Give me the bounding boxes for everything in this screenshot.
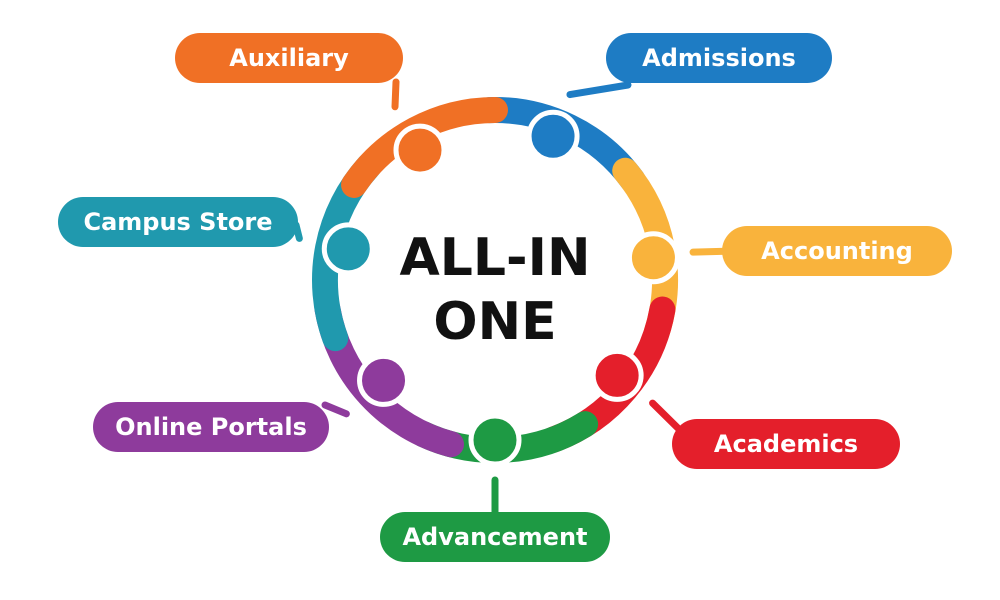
module-pill-auxiliary: Auxiliary	[175, 33, 403, 83]
center-title-line-2: ONE	[433, 292, 557, 352]
module-label-admissions: Admissions	[642, 44, 796, 72]
module-pill-accounting: Accounting	[722, 226, 952, 276]
figure-head-admissions	[526, 109, 580, 163]
figure-head-campus	[321, 222, 375, 276]
module-pill-campus-store: Campus Store	[58, 197, 298, 247]
figure-head-accounting	[626, 231, 680, 285]
module-label-online-portals: Online Portals	[115, 413, 307, 441]
module-pill-academics: Academics	[672, 419, 900, 469]
figure-head-advancement	[468, 413, 522, 467]
center-title-line-1: ALL-IN	[399, 228, 591, 288]
module-pill-admissions: Admissions	[606, 33, 832, 83]
connector-admissions	[566, 81, 632, 99]
module-pill-online-portals: Online Portals	[93, 402, 329, 452]
connector-lines	[292, 78, 739, 522]
connector-auxiliary	[391, 78, 400, 111]
figure-heads	[321, 109, 680, 467]
module-label-advancement: Advancement	[402, 523, 588, 551]
module-pill-advancement: Advancement	[380, 512, 610, 562]
module-label-academics: Academics	[713, 430, 859, 458]
connector-portals	[321, 401, 350, 418]
module-label-campus-store: Campus Store	[83, 208, 273, 236]
figure-head-auxiliary	[393, 123, 447, 177]
module-label-accounting: Accounting	[761, 237, 913, 265]
figure-head-academics	[590, 348, 644, 402]
module-label-auxiliary: Auxiliary	[229, 44, 349, 72]
figure-head-portals	[357, 353, 411, 407]
